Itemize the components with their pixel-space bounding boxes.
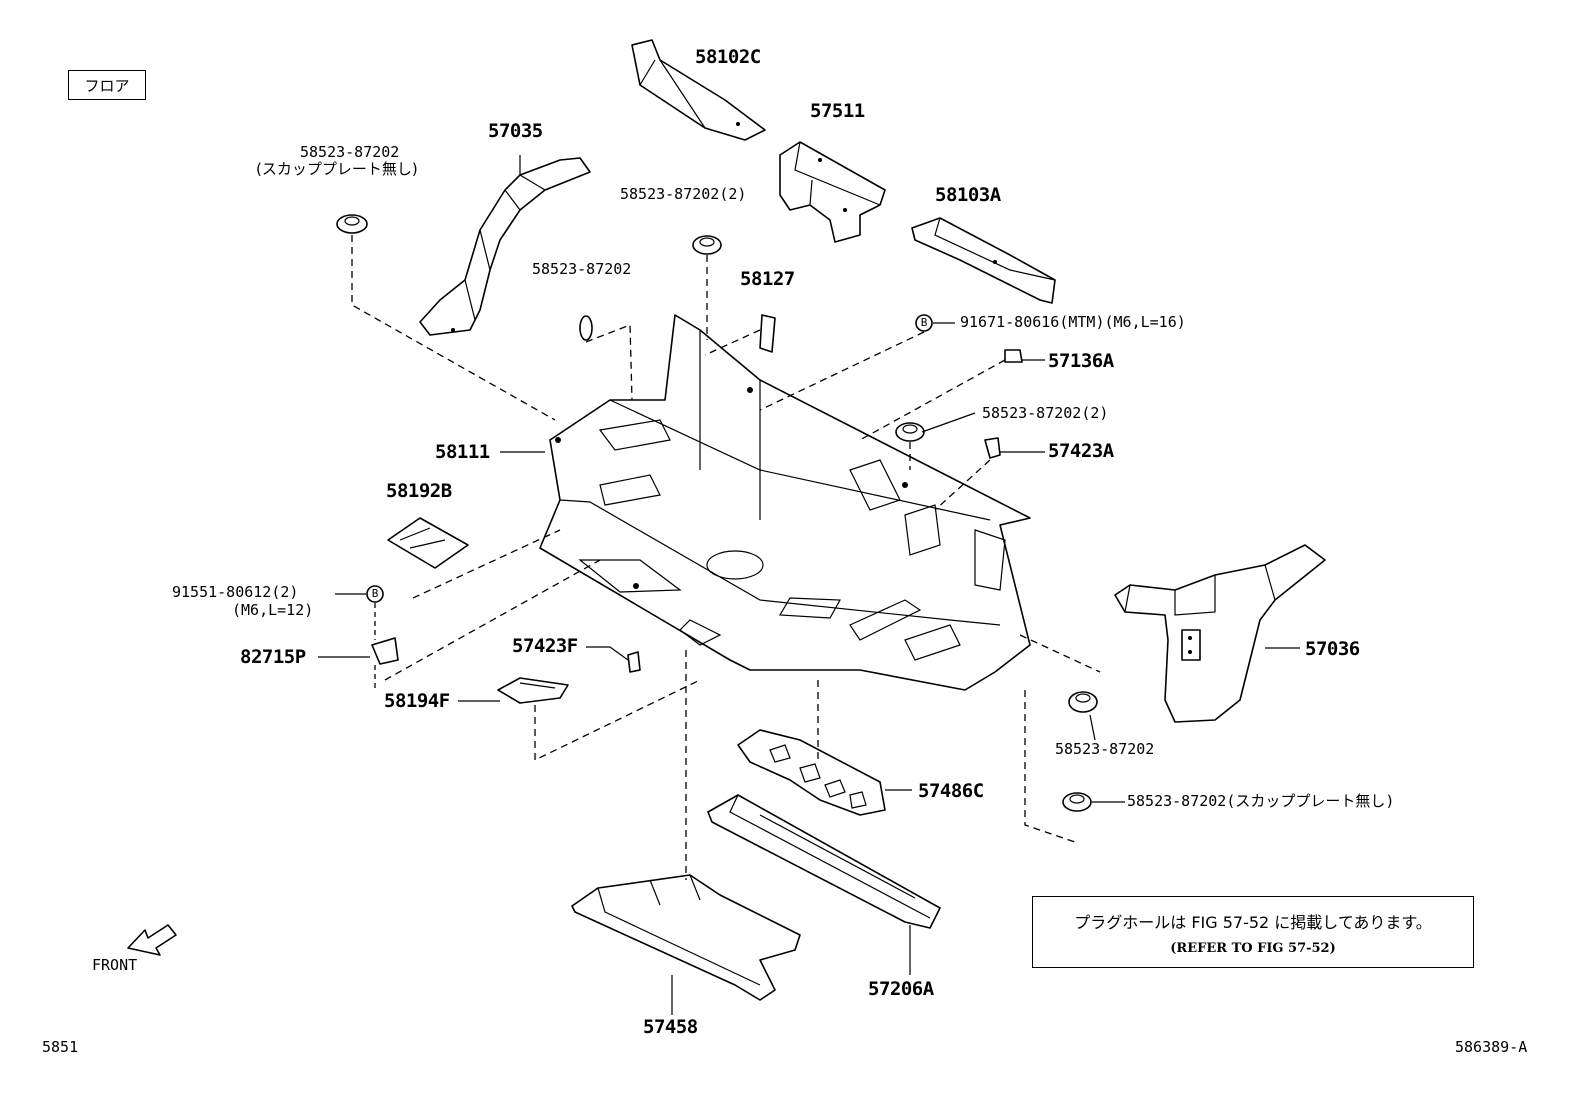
- part-58102C-drawing: [631, 39, 766, 141]
- part-57511-drawing: [779, 141, 886, 243]
- front-arrow-icon: [127, 924, 177, 956]
- callout-57511: 57511: [810, 100, 865, 122]
- part-57458-drawing: [571, 874, 801, 1001]
- front-label: FRONT: [92, 956, 138, 974]
- part-58111-floor-pan-drawing: [539, 314, 1031, 691]
- callout-58523-scuff-b: 58523-87202(スカッププレート無し): [1127, 792, 1395, 810]
- callout-91551: 91551-80612(2): [172, 583, 299, 601]
- callout-58102C: 58102C: [695, 46, 761, 68]
- note-line-2: (REFER TO FIG 57-52): [1170, 941, 1336, 956]
- part-57486C-drawing: [737, 729, 886, 816]
- callout-58523-x2-top: 58523-87202(2): [620, 185, 747, 203]
- assembly-dashed-lines: [351, 235, 1101, 880]
- marker-b-left: B: [371, 587, 379, 600]
- marker-b-right: B: [920, 316, 928, 329]
- callout-57423F: 57423F: [512, 635, 578, 657]
- callout-58523-mid: 58523-87202: [532, 260, 632, 278]
- footer-right-code: 586389-A: [1455, 1038, 1528, 1056]
- leader-lines: [318, 155, 1300, 1015]
- callout-58523-right: 58523-87202: [1055, 740, 1155, 758]
- note-box: プラグホールは FIG 57-52 に掲載してあります。 (REFER TO F…: [1032, 896, 1474, 968]
- footer-left-code: 5851: [42, 1038, 79, 1056]
- callout-57206A: 57206A: [868, 978, 934, 1000]
- grommet-drawings: [336, 214, 1098, 812]
- clip-drawings: [371, 314, 1023, 673]
- callout-58523-x2-right: 58523-87202(2): [982, 404, 1109, 422]
- callout-58523-scuff-a: 58523-87202: [300, 143, 400, 161]
- callout-82715P: 82715P: [240, 646, 306, 668]
- section-tag: フロア: [68, 70, 146, 100]
- callout-57423A: 57423A: [1048, 440, 1114, 462]
- callout-91671: 91671-80616(MTM)(M6,L=16): [960, 313, 1186, 331]
- part-57035-drawing: [419, 157, 591, 336]
- callout-57036: 57036: [1305, 638, 1360, 660]
- note-line-1: プラグホールは FIG 57-52 に掲載してあります。: [1074, 913, 1432, 932]
- callout-58194F: 58194F: [384, 690, 450, 712]
- part-57036-drawing: [1114, 544, 1326, 723]
- callout-58127: 58127: [740, 268, 795, 290]
- callout-58111: 58111: [435, 441, 490, 463]
- callout-58103A: 58103A: [935, 184, 1001, 206]
- callout-57486C: 57486C: [918, 780, 984, 802]
- section-tag-label: フロア: [84, 76, 130, 95]
- callout-57035: 57035: [488, 120, 543, 142]
- b-marker-icons: [366, 314, 933, 603]
- callout-57458: 57458: [643, 1016, 698, 1038]
- callout-57136A: 57136A: [1048, 350, 1114, 372]
- callout-58523-scuff-a-note: (スカッププレート無し): [256, 160, 418, 178]
- part-58194F-drawing: [497, 677, 569, 704]
- part-57206A-drawing: [707, 794, 941, 929]
- callout-91551-spec: (M6,L=12): [232, 601, 314, 619]
- part-58192B-drawing: [387, 517, 469, 569]
- part-58103A-drawing: [911, 217, 1056, 304]
- callout-58192B: 58192B: [386, 480, 452, 502]
